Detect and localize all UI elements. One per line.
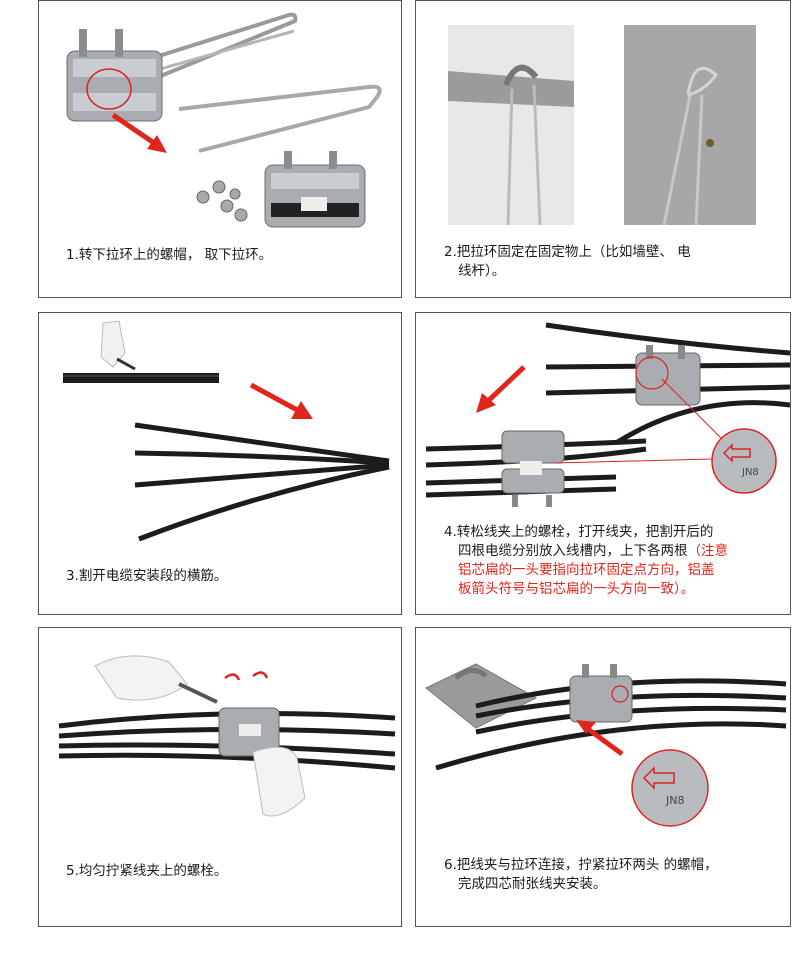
logo-mark-text: JN8 xyxy=(741,467,759,478)
step-3-caption: 3.割开电缆安装段的横筋。 xyxy=(66,568,228,584)
step-1-caption: 1.转下拉环上的螺帽， 取下拉环。 xyxy=(66,247,273,263)
logo-mark-text: JN8 xyxy=(665,794,684,807)
step-5-caption: 5.均匀拧紧线夹上的螺栓。 xyxy=(66,863,228,879)
ring-on-pole-photo xyxy=(624,25,756,225)
final-assembly-illustration: JN8 xyxy=(425,663,787,827)
ring-on-bracket-photo xyxy=(448,25,574,225)
cable-split-illustration xyxy=(63,320,390,542)
step-4-panel: JN8 4.转松线夹上的螺栓，打开线夹，把割开后的 四根电缆分别放入线槽内，上下… xyxy=(415,312,791,615)
clamp-disassembly-illustration xyxy=(66,12,382,228)
step-2-caption: 2.把拉环固定在固定物上（比如墙壁、 电 线杆）。 xyxy=(444,244,691,279)
step-5-panel: 5.均匀拧紧线夹上的螺栓。 xyxy=(38,627,402,927)
step-3-panel: 3.割开电缆安装段的横筋。 xyxy=(38,312,402,615)
cable-insertion-illustration: JN8 xyxy=(425,322,790,507)
step-1-panel: 1.转下拉环上的螺帽， 取下拉环。 xyxy=(38,0,402,298)
step-6-panel: JN8 6.把线夹与拉环连接，拧紧拉环两头 的螺帽， 完成四芯耐张线夹安装。 xyxy=(415,627,791,927)
step-6-caption: 6.把线夹与拉环连接，拧紧拉环两头 的螺帽， 完成四芯耐张线夹安装。 xyxy=(444,857,718,892)
step-4-caption: 4.转松线夹上的螺栓，打开线夹，把割开后的 四根电缆分别放入线槽内，上下各两根（… xyxy=(444,524,728,597)
tightening-illustration xyxy=(58,655,396,817)
step-2-panel: 2.把拉环固定在固定物上（比如墙壁、 电 线杆）。 xyxy=(415,0,791,298)
